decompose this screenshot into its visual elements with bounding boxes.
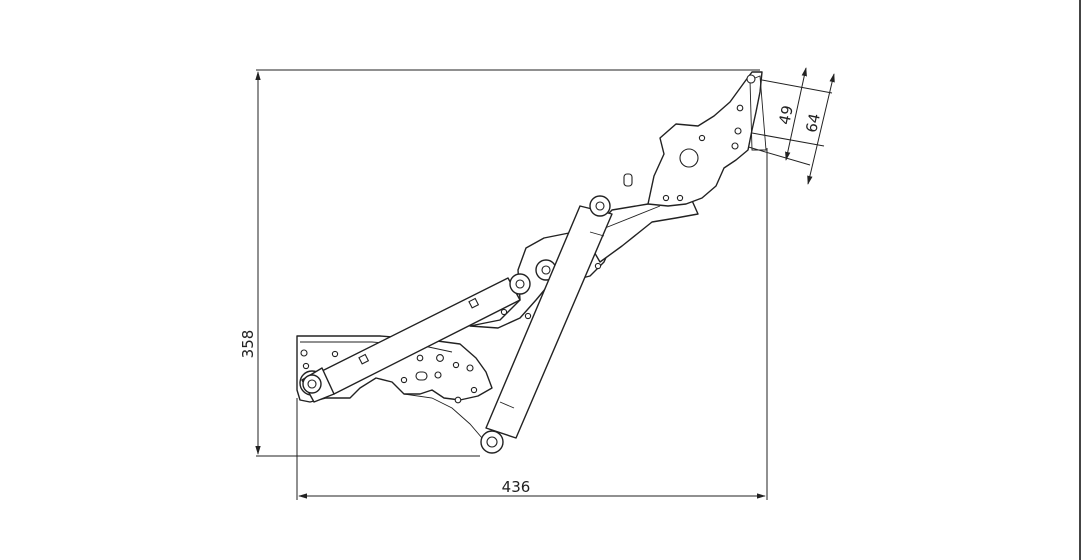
lift-mechanism [296,71,767,454]
strut-a-top-eye-hole [515,279,525,289]
strut-a-marker-2 [468,297,480,309]
top-bracket-plate [749,75,767,151]
middle-pivot-hole [541,265,551,275]
dimension-width: 436 [296,148,768,500]
base-hole-1 [300,349,308,357]
strut-b-lower-collar [499,401,515,409]
dimension-height: 358 [239,69,760,457]
upper-link-edge [599,205,661,231]
offset-extension-mid [751,132,825,147]
top-hole-7 [676,194,684,202]
offset-64-label: 64 [802,112,824,134]
strut-b-collar [589,231,605,237]
frame-border-right [1079,0,1081,560]
upper-link-arm [585,195,699,263]
top-pivot-hole [679,148,699,168]
strut-a-marker-1 [358,353,370,365]
middle-hole-c [500,308,508,316]
middle-hole-a [594,262,602,270]
offset-extension-bottom [744,145,811,166]
strut-b-bottom-eye-hole [486,436,498,448]
offset-49-label: 49 [775,104,797,126]
strut-b-top-eye-hole [595,201,605,211]
offset-extension-top [761,79,833,94]
middle-hole-b [524,312,532,320]
width-label: 436 [502,478,531,496]
top-hole-1 [746,74,756,84]
base-slot [415,371,428,381]
top-hole-6 [662,194,670,202]
base-hole-8 [434,371,442,379]
top-hole-5 [698,134,706,142]
base-hole-2 [302,362,310,370]
height-label: 358 [239,330,257,359]
base-hole-3 [331,350,339,358]
base-hole-6 [452,361,460,369]
base-hole-4 [416,354,424,362]
base-hole-7 [466,364,474,372]
top-hole-4 [731,142,739,150]
top-slot [623,173,633,187]
dimension-line-64 [807,73,835,185]
base-hole-9 [400,376,408,384]
dimension-line-49 [785,67,807,161]
strut-a-bottom-eye-hole [307,379,317,389]
top-hole-3 [734,127,742,135]
base-hole-11 [470,386,478,394]
base-hole-10 [454,396,462,404]
top-mounting-bracket [647,71,763,207]
gas-strut-horizontal [301,273,531,403]
top-hole-2 [736,104,744,112]
dimension-mount-offsets: 49 64 [744,67,835,185]
gas-strut-diagonal [480,195,613,454]
base-bracket-lower-plate [403,393,489,449]
base-hole-5 [436,354,444,362]
